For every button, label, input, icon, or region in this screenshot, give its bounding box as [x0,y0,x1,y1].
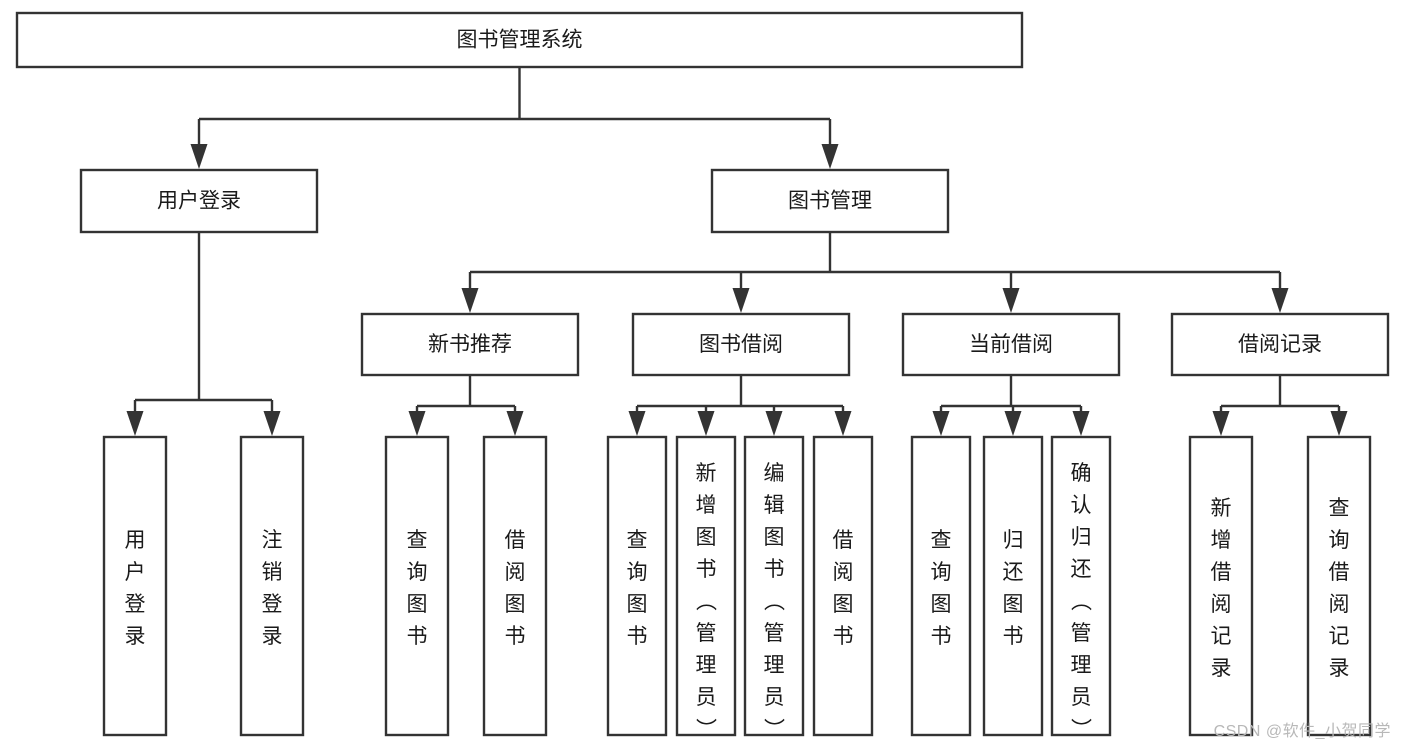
node-label-book-manage: 图书管理 [788,190,872,213]
arrow-head-icon [732,288,750,313]
node-box-leaf-logout[interactable] [239,435,305,737]
node-leaf-borrow-book-2[interactable]: 借阅图书 [812,435,874,737]
node-box-leaf-query-record[interactable] [1306,435,1372,737]
node-box-user-login[interactable] [79,168,319,234]
node-leaf-query-book-3[interactable]: 查询图书 [910,435,972,737]
connector-group-user-login [126,232,281,436]
node-book-borrow[interactable]: 图书借阅 [631,312,851,377]
arrow-head-icon [506,411,524,436]
arrow-head-icon [628,411,646,436]
node-label-leaf-borrow-book-2: 借阅图书 [833,529,854,648]
node-root[interactable]: 图书管理系统 [15,11,1024,69]
arrow-head-icon [190,144,208,169]
node-box-current-borrow[interactable] [901,312,1121,377]
node-leaf-add-book[interactable]: 新增图书（管理员） [675,435,737,741]
arrow-head-icon [932,411,950,436]
node-label-leaf-edit-book: 编辑图书（管理员） [764,462,786,741]
node-label-leaf-query-book-2: 查询图书 [627,529,648,648]
arrow-head-icon [461,288,479,313]
node-box-leaf-query-book-2[interactable] [606,435,668,737]
node-leaf-query-book-1[interactable]: 查询图书 [384,435,450,737]
arrow-head-icon [765,411,783,436]
node-box-leaf-query-book-1[interactable] [384,435,450,737]
node-box-new-book-rec[interactable] [360,312,580,377]
node-label-current-borrow: 当前借阅 [969,333,1053,356]
node-box-leaf-confirm-return[interactable] [1050,435,1112,737]
node-label-new-book-rec: 新书推荐 [428,333,512,356]
node-user-login[interactable]: 用户登录 [79,168,319,234]
node-leaf-query-record[interactable]: 查询借阅记录 [1306,435,1372,737]
arrow-head-icon [1004,411,1022,436]
node-box-leaf-add-record[interactable] [1188,435,1254,737]
arrow-head-icon [126,411,144,436]
watermark-text: CSDN @软件_小贺同学 [1213,723,1391,740]
node-label-leaf-query-record: 查询借阅记录 [1329,497,1350,680]
node-current-borrow[interactable]: 当前借阅 [901,312,1121,377]
node-leaf-add-record[interactable]: 新增借阅记录 [1188,435,1254,737]
arrow-head-icon [1330,411,1348,436]
arrow-head-icon [834,411,852,436]
node-label-leaf-logout: 注销登录 [262,529,283,648]
node-box-book-borrow[interactable] [631,312,851,377]
connector-group-book-borrow [628,375,852,436]
node-box-leaf-return-book[interactable] [982,435,1044,737]
arrow-head-icon [1271,288,1289,313]
connector-group-root [190,67,839,169]
node-label-user-login: 用户登录 [157,190,241,213]
node-label-leaf-query-book-1: 查询图书 [407,529,428,648]
arrow-head-icon [697,411,715,436]
node-box-leaf-add-book[interactable] [675,435,737,737]
node-layer: 图书管理系统用户登录图书管理新书推荐图书借阅当前借阅借阅记录用户登录注销登录查询… [15,11,1390,741]
arrow-head-icon [1002,288,1020,313]
node-box-leaf-edit-book[interactable] [743,435,805,737]
node-new-book-rec[interactable]: 新书推荐 [360,312,580,377]
node-label-leaf-user-login: 用户登录 [125,529,146,648]
arrow-head-icon [1212,411,1230,436]
node-leaf-confirm-return[interactable]: 确认归还（管理员） [1050,435,1112,741]
node-label-leaf-add-record: 新增借阅记录 [1211,497,1232,680]
node-leaf-query-book-2[interactable]: 查询图书 [606,435,668,737]
connector-group-book-manage [461,232,1289,313]
node-box-leaf-borrow-book-1[interactable] [482,435,548,737]
arrow-head-icon [1072,411,1090,436]
node-leaf-logout[interactable]: 注销登录 [239,435,305,737]
node-leaf-edit-book[interactable]: 编辑图书（管理员） [743,435,805,741]
node-box-borrow-record[interactable] [1170,312,1390,377]
node-label-book-borrow: 图书借阅 [699,333,783,356]
connector-group-new-book-rec [408,375,524,436]
node-label-root: 图书管理系统 [457,29,583,52]
node-box-leaf-user-login[interactable] [102,435,168,737]
connector-layer [126,67,1348,436]
node-leaf-return-book[interactable]: 归还图书 [982,435,1044,737]
arrow-head-icon [263,411,281,436]
node-borrow-record[interactable]: 借阅记录 [1170,312,1390,377]
connector-group-borrow-record [1212,375,1348,436]
connector-group-current-borrow [932,375,1090,436]
node-leaf-user-login[interactable]: 用户登录 [102,435,168,737]
node-label-leaf-query-book-3: 查询图书 [931,529,952,648]
node-label-leaf-return-book: 归还图书 [1003,529,1024,648]
node-label-leaf-confirm-return: 确认归还（管理员） [1071,462,1093,741]
node-box-book-manage[interactable] [710,168,950,234]
node-box-leaf-query-book-3[interactable] [910,435,972,737]
node-box-leaf-borrow-book-2[interactable] [812,435,874,737]
arrow-head-icon [821,144,839,169]
node-box-root[interactable] [15,11,1024,69]
node-label-leaf-add-book: 新增图书（管理员） [696,462,718,741]
node-label-leaf-borrow-book-1: 借阅图书 [505,529,526,648]
node-label-borrow-record: 借阅记录 [1238,333,1322,356]
arrow-head-icon [408,411,426,436]
node-book-manage[interactable]: 图书管理 [710,168,950,234]
node-leaf-borrow-book-1[interactable]: 借阅图书 [482,435,548,737]
